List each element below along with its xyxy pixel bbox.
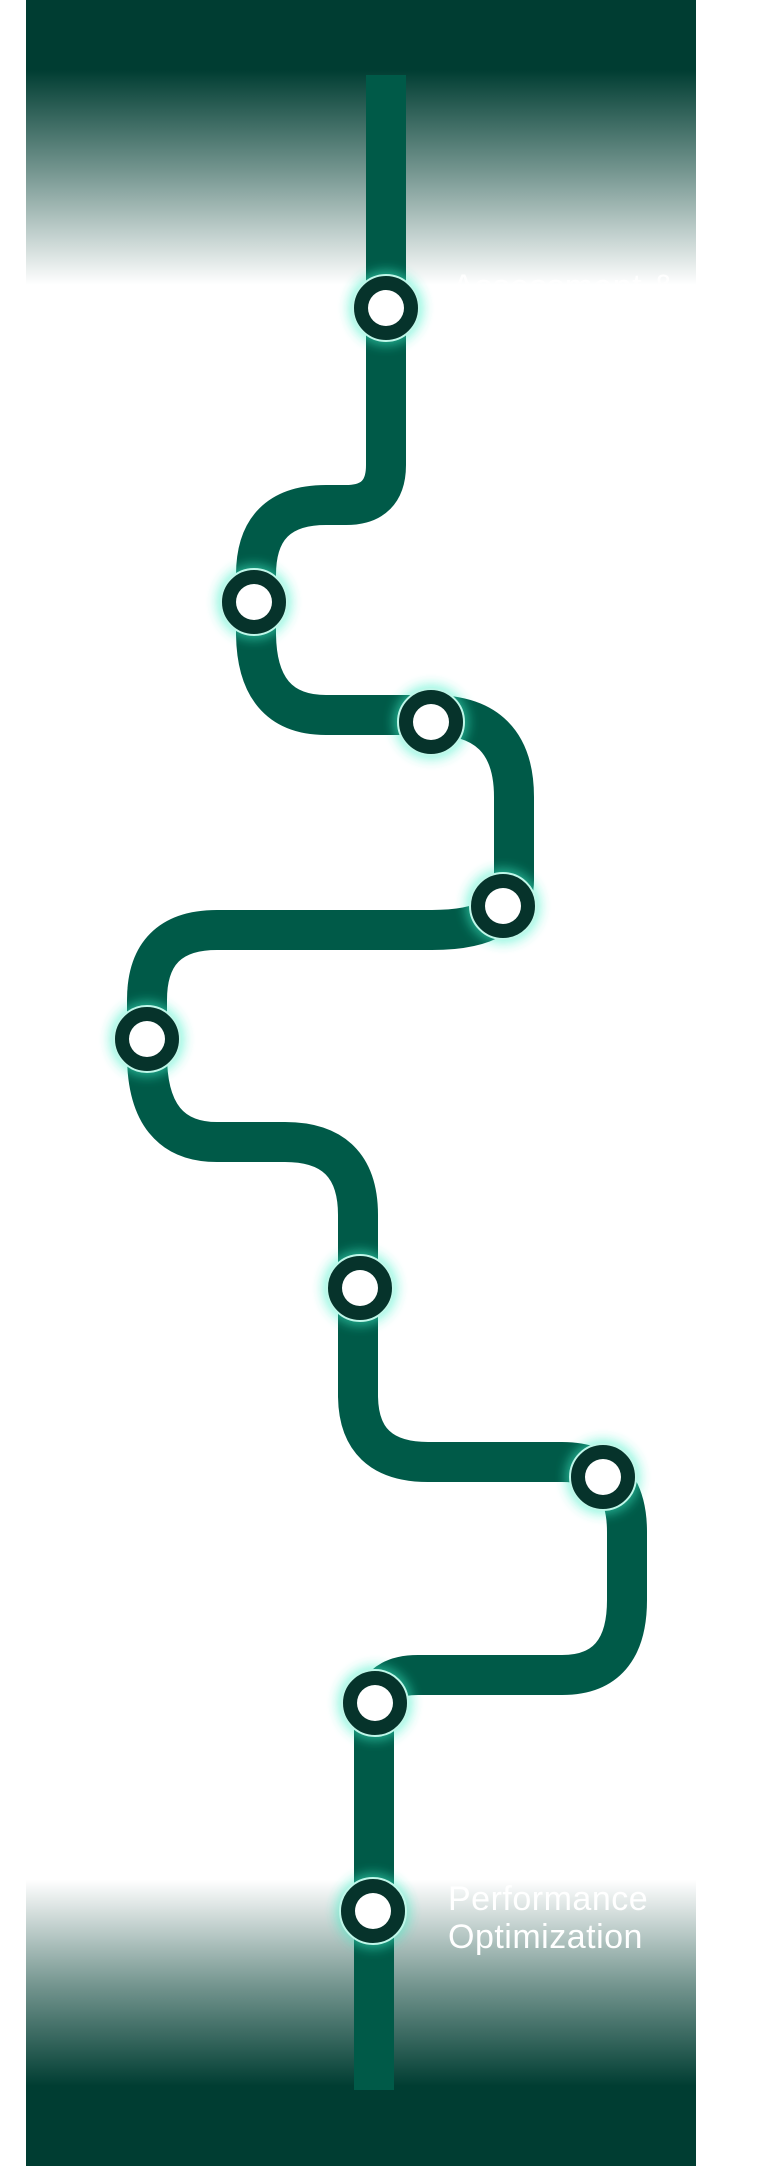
milestone-nodes xyxy=(113,274,637,1945)
milestone-node-9[interactable] xyxy=(339,1877,407,1945)
milestone-node-7[interactable] xyxy=(569,1443,637,1511)
milestone-label-1-text: Assessment & xyxy=(452,268,672,288)
milestone-label-9-line-2: Optimization xyxy=(448,1918,643,1956)
milestone-label-1: Assessment & xyxy=(452,268,672,288)
milestone-label-9: Performance Optimization xyxy=(448,1880,648,1956)
milestone-node-3[interactable] xyxy=(397,688,465,756)
milestone-label-9-line-1: Performance xyxy=(448,1880,649,1918)
milestone-node-4[interactable] xyxy=(469,872,537,940)
milestone-node-1[interactable] xyxy=(352,274,420,342)
top-fade-band xyxy=(26,0,696,285)
roadmap-path xyxy=(127,75,647,2090)
milestone-node-5[interactable] xyxy=(113,1005,181,1073)
milestone-node-6[interactable] xyxy=(326,1254,394,1322)
milestone-node-2[interactable] xyxy=(220,568,288,636)
milestone-node-8[interactable] xyxy=(341,1669,409,1737)
